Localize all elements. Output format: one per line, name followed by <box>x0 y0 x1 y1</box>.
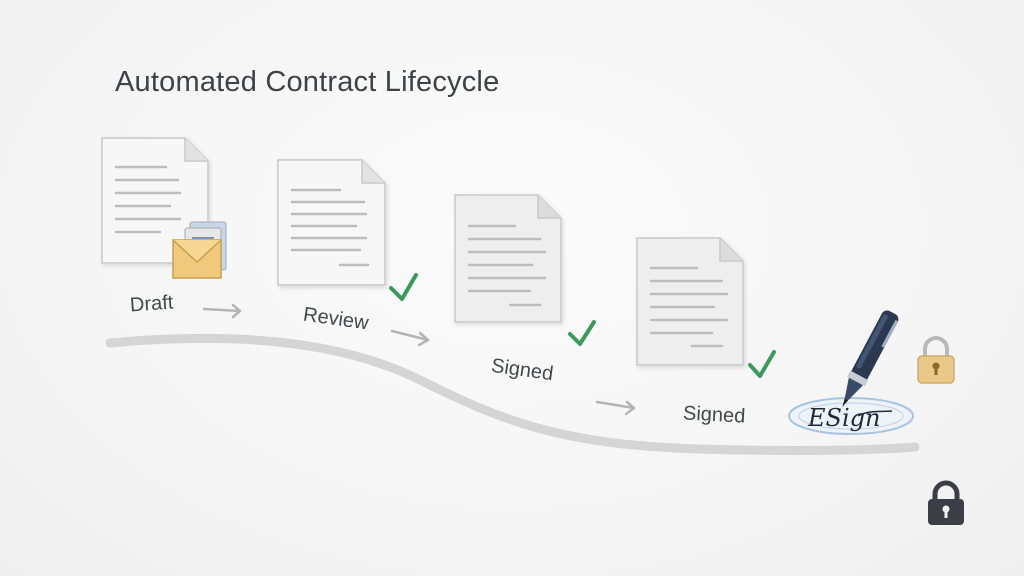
signature-icon: ESign <box>788 397 914 435</box>
page-title: Automated Contract Lifecycle <box>115 66 500 98</box>
dark-padlock-icon <box>928 480 964 525</box>
signature-text: ESign <box>807 404 880 432</box>
stage-label-signed-2: Signed <box>682 402 746 428</box>
flow-path <box>105 333 920 455</box>
checkmark-icon <box>748 350 776 378</box>
envelope-icon <box>172 221 227 279</box>
checkmark-icon <box>389 273 418 301</box>
checkmark-icon <box>568 320 596 346</box>
gold-padlock-icon <box>917 336 955 384</box>
document-icon-signed <box>636 237 744 366</box>
pen-icon <box>842 310 899 408</box>
document-icon-draft <box>101 137 209 264</box>
stage-label-draft: Draft <box>129 291 175 317</box>
arrow-icon <box>202 303 242 319</box>
document-icon-review <box>277 159 386 286</box>
arrow-icon <box>595 400 636 416</box>
document-icon-signed <box>454 194 562 323</box>
arrow-icon <box>390 329 430 347</box>
